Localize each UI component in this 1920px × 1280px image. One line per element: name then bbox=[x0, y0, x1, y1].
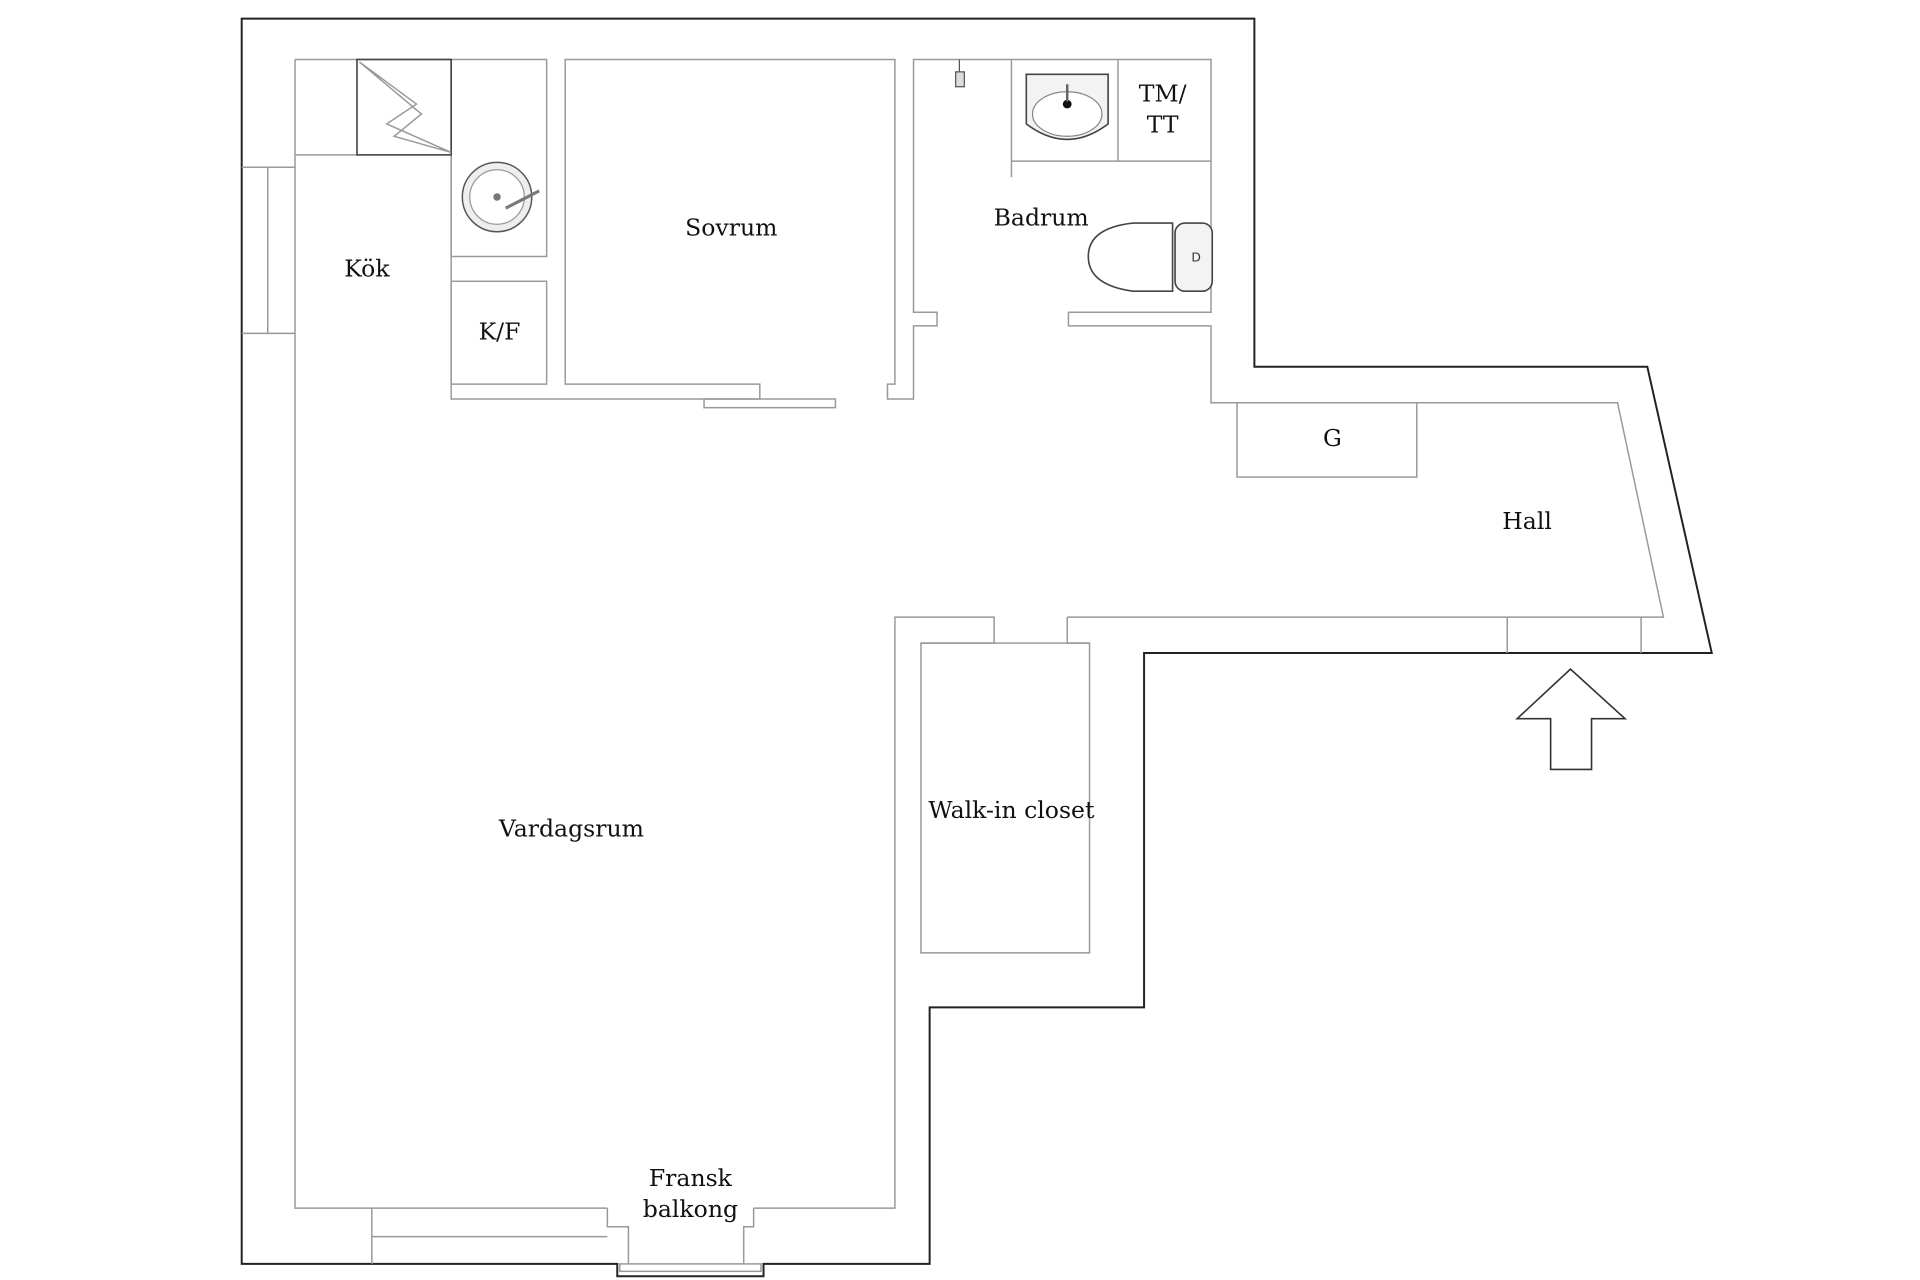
toilet-icon: D bbox=[1087, 222, 1214, 292]
stove-icon bbox=[356, 58, 452, 156]
walk-in-closet bbox=[920, 642, 1091, 954]
label-tmtt-1: TM/ bbox=[1139, 80, 1187, 108]
label-tmtt-2: TT bbox=[1147, 111, 1179, 139]
label-balkong-2: balkong bbox=[643, 1195, 738, 1223]
kitchen-sink-icon bbox=[461, 161, 540, 233]
entrance-arrow-icon bbox=[1515, 668, 1628, 771]
svg-text:D: D bbox=[1191, 249, 1201, 264]
label-kf: K/F bbox=[479, 318, 521, 346]
label-sovrum: Sovrum bbox=[685, 213, 777, 241]
label-badrum: Badrum bbox=[994, 204, 1089, 232]
label-g: G bbox=[1323, 424, 1342, 452]
shower-icon bbox=[955, 59, 965, 88]
kitchen-window bbox=[241, 166, 296, 335]
label-hall: Hall bbox=[1502, 507, 1552, 535]
label-kok: Kök bbox=[344, 254, 390, 282]
label-balkong-1: Fransk bbox=[649, 1164, 733, 1192]
wardrobe-g bbox=[1236, 401, 1418, 478]
label-vardagsrum: Vardagsrum bbox=[498, 814, 644, 842]
outer-wall bbox=[240, 17, 1714, 1278]
inner-walls bbox=[294, 58, 1665, 1273]
bathroom-sink-icon bbox=[1025, 73, 1109, 141]
label-walkin: Walk-in closet bbox=[928, 796, 1095, 824]
